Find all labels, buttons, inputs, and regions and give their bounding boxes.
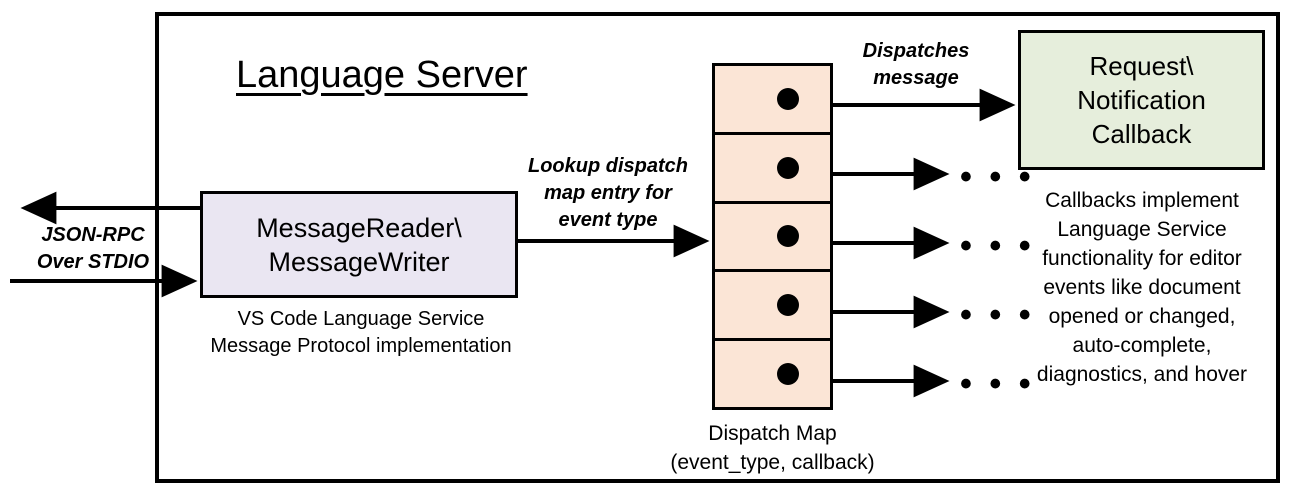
dispatch-map-caption-line-2: (event_type, callback) [670,451,875,474]
edge-label-lookup-line-3: event type [558,209,658,231]
message-reader-writer-caption-line-1: VS Code Language Service [237,308,485,330]
edge-label-dispatches-line-1: Dispatches [862,40,970,62]
edge-label-lookup-line-1: Lookup dispatch [528,155,688,177]
callback-caption-line-3: functionality for editor [1042,247,1242,270]
ellipsis-row-2: • • • [960,158,1035,196]
dispatch-map-row[interactable] [715,272,830,342]
dispatch-map-caption-line-1: Dispatch Map [708,422,837,445]
callback-caption-line-7: diagnostics, and hover [1036,363,1248,386]
node-request-notification-callback[interactable]: Request\ Notification Callback [1018,30,1265,170]
dispatch-entry-dot-icon [777,225,799,248]
callback-caption-line-4: events like document [1043,276,1241,299]
callback-caption: Callbacks implement Language Service fun… [1012,186,1272,389]
dispatch-map-row[interactable] [715,134,830,204]
dispatch-map-row[interactable] [715,341,830,407]
edge-label-lookup-line-2: map entry for [544,182,672,204]
edge-label-dispatches-line-2: message [873,67,959,89]
page-title: Language Server [236,54,528,96]
dispatch-entry-dot-icon [777,156,799,179]
dispatch-map-table[interactable] [712,63,833,410]
callback-caption-line-1: Callbacks implement [1045,189,1239,212]
ellipsis-row-4: • • • [960,296,1035,334]
edge-label-jsonrpc: JSON-RPC Over STDIO [18,222,168,276]
message-reader-writer-caption-line-2: Message Protocol implementation [210,335,512,357]
callback-caption-line-2: Language Service [1057,218,1227,241]
node-request-notification-callback-label: Request\ Notification Callback [1077,49,1206,151]
edge-label-jsonrpc-line-1: JSON-RPC [41,224,145,246]
node-callback-line-3: Callback [1091,119,1192,149]
node-callback-line-2: Notification [1077,85,1206,115]
dispatch-entry-dot-icon [777,294,799,317]
dispatch-entry-dot-icon [777,87,799,110]
dispatch-map-caption: Dispatch Map (event_type, callback) [645,419,900,477]
node-message-reader-writer-line-1: MessageReader\ [256,212,462,243]
node-message-reader-writer-line-2: MessageWriter [268,246,450,277]
message-reader-writer-caption: VS Code Language Service Message Protoco… [196,306,526,360]
dispatch-map-row[interactable] [715,203,830,273]
node-message-reader-writer-label: MessageReader\ MessageWriter [256,211,462,279]
ellipsis-row-3: • • • [960,227,1035,265]
language-server-boundary [155,12,1280,483]
node-callback-line-1: Request\ [1089,51,1194,81]
ellipsis-row-5: • • • [960,365,1035,403]
dispatch-entry-dot-icon [777,363,799,386]
edge-label-dispatches-message: Dispatches message [836,38,996,92]
callback-caption-line-6: auto-complete, [1072,334,1212,357]
dispatch-map-row[interactable] [715,66,830,135]
node-message-reader-writer[interactable]: MessageReader\ MessageWriter [200,191,518,298]
edge-label-lookup-dispatch: Lookup dispatch map entry for event type [513,153,703,234]
edge-label-jsonrpc-line-2: Over STDIO [36,251,150,273]
callback-caption-line-5: opened or changed, [1048,305,1236,328]
